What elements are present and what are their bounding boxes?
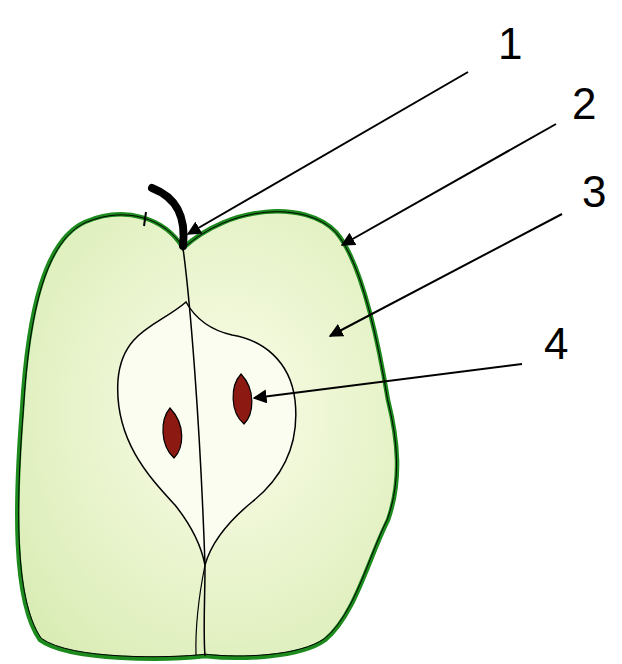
apple-skin-inner	[19, 212, 397, 657]
callout-number: 4	[544, 322, 568, 366]
apple-stem	[152, 188, 184, 246]
apple-core	[118, 302, 296, 565]
callout-number: 3	[582, 170, 606, 214]
leader-line	[342, 124, 556, 245]
seed	[233, 374, 252, 424]
callout-number: 1	[498, 22, 522, 66]
centre-line	[183, 248, 205, 656]
seed	[163, 408, 182, 458]
callout-number: 2	[572, 82, 596, 126]
leader-line	[254, 364, 522, 398]
leader-line	[188, 72, 468, 234]
leader-line	[330, 214, 562, 336]
apple-skin	[17, 211, 397, 658]
skin-tick	[144, 212, 146, 226]
lower-notch	[196, 565, 205, 655]
